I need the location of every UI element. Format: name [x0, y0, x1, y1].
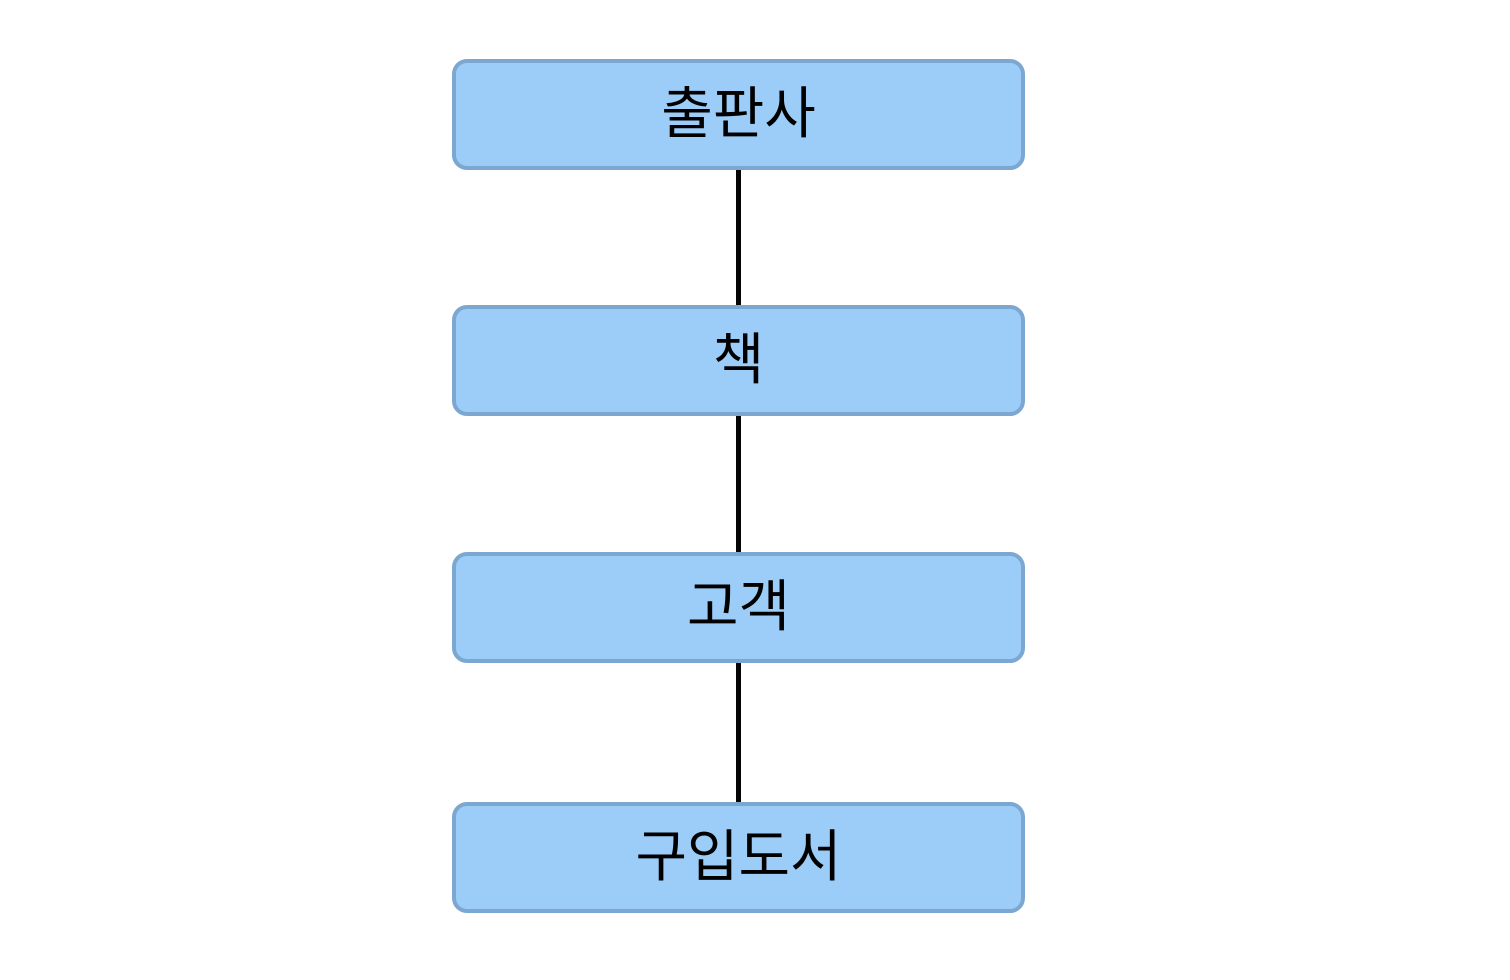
node-purchased-book[interactable]: 구입도서	[452, 802, 1025, 913]
node-publisher-label: 출판사	[661, 81, 816, 147]
connector-publisher-to-book	[736, 170, 741, 305]
node-publisher[interactable]: 출판사	[452, 59, 1025, 170]
node-book-label: 책	[712, 327, 765, 393]
node-customer[interactable]: 고객	[452, 552, 1025, 663]
connector-book-to-customer	[736, 415, 741, 552]
node-purchased-book-label: 구입도서	[635, 824, 842, 890]
connector-customer-to-purchased-book	[736, 662, 741, 802]
node-customer-label: 고객	[686, 574, 791, 640]
node-book[interactable]: 책	[452, 305, 1025, 416]
